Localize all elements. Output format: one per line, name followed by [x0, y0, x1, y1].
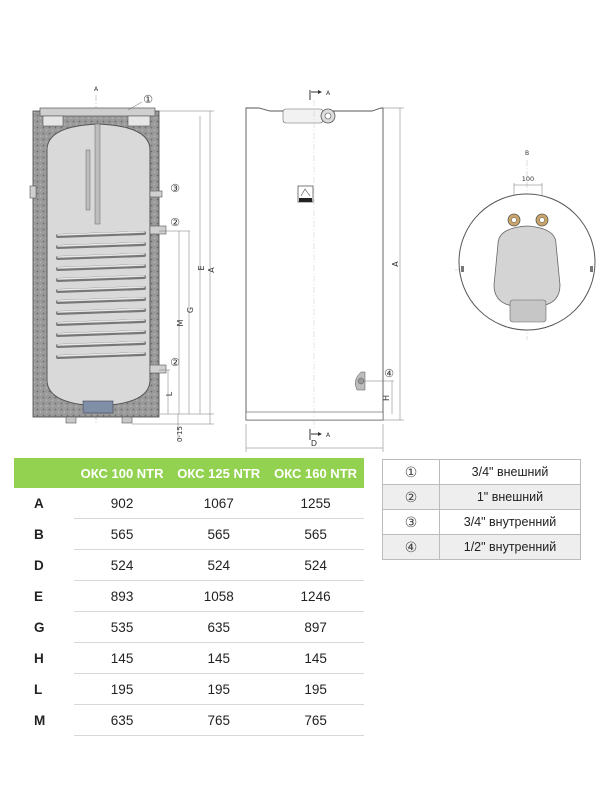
legend-row: ③ 3/4" внутренний: [382, 509, 581, 535]
column-header: ОКС 125 NTR: [177, 465, 261, 481]
bottom-flange: [82, 400, 114, 414]
connection-description: 3/4" внешний: [439, 459, 581, 485]
cell-value: 145: [170, 642, 268, 674]
dim-H: H: [382, 395, 391, 401]
dim-A-right: A: [391, 261, 400, 267]
dim-D: D: [311, 439, 317, 448]
callout-4: ④: [384, 367, 394, 380]
front-view: ④ A A D A H: [245, 90, 404, 452]
row-label: L: [34, 681, 43, 697]
legend-row: ④ 1/2" внутренний: [382, 534, 581, 560]
dim-gap: 0-15: [176, 426, 184, 442]
cell-value: 195: [267, 673, 364, 705]
connection-number: ④: [382, 534, 440, 560]
cell-value: 1058: [170, 580, 268, 612]
table-row: H 145 145 145: [14, 642, 364, 674]
connection-number: ③: [382, 509, 440, 535]
cell-value: 897: [267, 611, 364, 643]
anode-rod: [94, 123, 101, 225]
connection-description: 3/4" внутренний: [439, 509, 581, 535]
technical-drawing: A: [29, 86, 596, 452]
callout-2-upper: ②: [170, 216, 180, 229]
dim-M: M: [176, 319, 185, 326]
heating-coil: [56, 231, 146, 359]
cell-value: 535: [73, 611, 171, 643]
cell-value: 893: [73, 580, 171, 612]
cell-value: 635: [73, 704, 171, 736]
connection-description: 1/2" внутренний: [439, 534, 581, 560]
top-cover: [39, 107, 156, 117]
top-lid: [493, 225, 561, 307]
cell-value: 145: [73, 642, 171, 674]
section-marker-top: A: [326, 90, 331, 97]
dim-E: E: [197, 265, 206, 270]
dim-100: 100: [522, 175, 534, 183]
table-row: M 635 765 765: [14, 704, 364, 736]
cell-value: 524: [267, 549, 364, 581]
callout-1: ①: [143, 93, 153, 106]
connection-legend-table: ① 3/4" внешний ② 1" внешний ③ 3/4" внутр…: [382, 459, 581, 560]
dimension-table-header: ОКС 100 NTR ОКС 125 NTR ОКС 160 NTR: [14, 458, 364, 488]
row-label: G: [34, 619, 45, 635]
cell-value: 565: [73, 518, 171, 550]
connection-description: 1" внешний: [439, 484, 581, 510]
cell-value: 524: [170, 549, 268, 581]
row-label: M: [34, 712, 46, 728]
row-label: H: [34, 650, 44, 666]
row-label: B: [34, 526, 44, 542]
table-row: L 195 195 195: [14, 673, 364, 705]
connection-number: ②: [382, 484, 440, 510]
header-corner: [14, 458, 74, 488]
cell-value: 565: [170, 518, 268, 550]
table-row: G 535 635 897: [14, 611, 364, 643]
dim-G: G: [186, 307, 195, 313]
table-row: A 902 1067 1255: [14, 488, 364, 519]
cell-value: 195: [170, 673, 268, 705]
cell-value: 1067: [170, 488, 268, 519]
cell-value: 765: [267, 704, 364, 736]
cell-value: 635: [170, 611, 268, 643]
front-bottom-plinth: [245, 411, 384, 421]
dim-L: L: [165, 391, 174, 396]
legend-row: ② 1" внешний: [382, 484, 581, 510]
section-view: A: [29, 86, 216, 442]
cell-value: 1255: [267, 488, 364, 519]
row-label: E: [34, 588, 44, 604]
table-row: B 565 565 565: [14, 518, 364, 550]
table-row: E 893 1058 1246: [14, 580, 364, 612]
column-header: ОКС 160 NTR: [274, 465, 358, 481]
cell-value: 1246: [267, 580, 364, 612]
section-marker-bottom: A: [326, 432, 331, 439]
cell-value: 902: [73, 488, 171, 519]
cell-value: 565: [267, 518, 364, 550]
row-label: A: [34, 495, 44, 511]
cell-value: 145: [267, 642, 364, 674]
callout-3: ③: [170, 182, 180, 195]
cell-value: 524: [73, 549, 171, 581]
section-axis-label: A: [94, 86, 99, 93]
cell-value: 195: [73, 673, 171, 705]
row-label: D: [34, 557, 44, 573]
dimension-table: ОКС 100 NTR ОКС 125 NTR ОКС 160 NTR A 90…: [14, 458, 364, 736]
dim-A-left: A: [207, 267, 216, 273]
top-view: B 100: [455, 150, 596, 340]
cell-value: 765: [170, 704, 268, 736]
column-header: ОКС 100 NTR: [80, 465, 164, 481]
legend-row: ① 3/4" внешний: [382, 459, 581, 485]
callout-2-lower: ②: [170, 356, 180, 369]
connection-number: ①: [382, 459, 440, 485]
table-row: D 524 524 524: [14, 549, 364, 581]
dim-B: B: [525, 150, 529, 157]
